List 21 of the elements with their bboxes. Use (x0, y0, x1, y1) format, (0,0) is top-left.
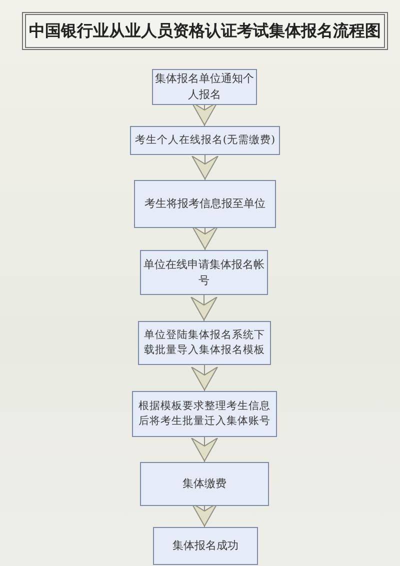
step-text: 集体报名成功 (172, 538, 238, 554)
arrow (192, 226, 218, 250)
step-text: 集体缴费 (182, 476, 226, 492)
arrow (191, 436, 218, 462)
process-box (140, 462, 269, 506)
process-box (134, 180, 276, 228)
step-text: 单位在线申请集体报名帐号 (143, 256, 265, 288)
step-text: 单位登陆集体报名系统下载批量导入集体报名模板 (143, 328, 266, 358)
arrow (191, 364, 218, 392)
step-text: 考生个人在线报名(无需缴费) (134, 132, 276, 148)
process-box (132, 391, 277, 437)
step-text: 考生将报考信息报至单位 (144, 196, 266, 212)
process-box (130, 126, 280, 155)
process-box (138, 321, 271, 365)
arrow (190, 294, 218, 322)
step-text: 根据模板要求整理考生信息后将考生批量迁入集体账号 (138, 398, 272, 429)
arrow (192, 154, 218, 180)
process-box (140, 250, 268, 295)
title: 中国银行业从业人员资格认证考试集体报名流程图 (29, 20, 381, 42)
step-text: 集体报名单位通知个人报名 (155, 71, 254, 103)
process-box (153, 527, 258, 565)
